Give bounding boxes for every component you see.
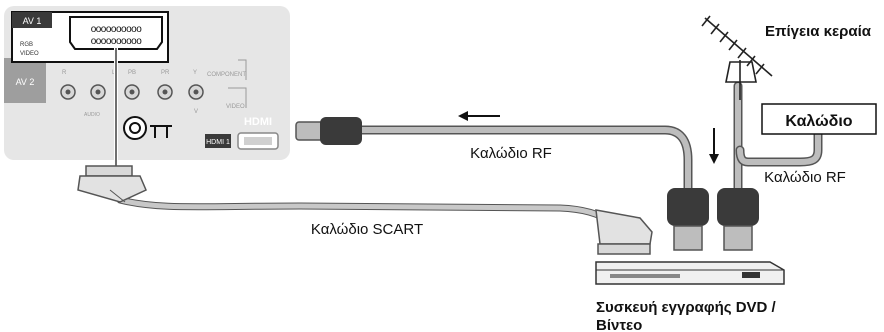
video-label-av2: VIDEO	[226, 104, 245, 110]
audio-label: AUDIO	[84, 112, 100, 118]
recorder-label-line1: Συσκευή εγγραφής DVD /	[596, 299, 777, 316]
scart-cable-label: Καλώδιο SCART	[311, 221, 423, 238]
rf-socket-inner	[129, 122, 141, 134]
scart-cable	[117, 197, 613, 225]
scart-plug-tv-tip	[85, 165, 133, 177]
rf-ferrule-recorder-left	[673, 225, 703, 251]
jack-pr-center	[162, 89, 168, 95]
antenna-el-7	[755, 63, 765, 75]
rgb-label: RGB	[20, 42, 33, 48]
scart-plug-tv	[77, 165, 147, 203]
jack-l-center	[95, 89, 101, 95]
arrow-left-icon	[458, 111, 500, 121]
scart-plug-recorder-body	[595, 209, 653, 245]
recorder-label-line2: Βίντεο	[596, 317, 642, 332]
arrow-left-head	[458, 111, 468, 121]
antenna-el-3	[719, 31, 729, 43]
v-label: V	[194, 109, 198, 115]
scart-plug-icon	[77, 175, 147, 203]
hdmi-logo: HDMI	[244, 116, 272, 128]
antenna-el-6	[746, 55, 756, 67]
rf-plug-icon	[320, 117, 362, 145]
arrow-down-icon	[709, 128, 719, 164]
antenna-el-1	[701, 15, 711, 27]
jack-y-center	[193, 89, 199, 95]
scart-plug-recorder	[595, 209, 653, 255]
rf-plug-recorder-right	[717, 188, 759, 226]
scart-plug-recorder-tip	[597, 243, 651, 255]
cable-input	[737, 127, 821, 165]
arrow-down-head	[709, 154, 719, 164]
antenna-symbol-icon	[150, 125, 172, 138]
cable-box	[761, 103, 877, 135]
rf-plug-tv	[295, 117, 362, 145]
recorder-body	[595, 261, 785, 285]
antenna-bracket	[725, 61, 757, 83]
scart-plug-tv-edge	[109, 189, 126, 203]
tv-back-panel: AV 1 RGB VIDEO oooooooooo oooooooooo AV …	[4, 6, 290, 160]
scart-pins-bottom: oooooooooo	[91, 36, 143, 47]
cable-box-label: Καλώδιο	[785, 113, 852, 130]
recorder-icon	[595, 261, 785, 285]
hdmi1-tag	[205, 134, 231, 148]
av2-strip	[4, 58, 46, 103]
jack-pb-center	[129, 89, 135, 95]
rf-cable-right-label: Καλώδιο RF	[764, 169, 846, 186]
antenna-label: Επίγεια κεραία	[765, 23, 872, 40]
recorder-tray	[610, 274, 680, 278]
cable-input-outline	[735, 125, 823, 167]
rf-ferrule-recorder-right	[723, 225, 753, 251]
rf-cable-tv	[357, 127, 691, 193]
rf-plugs-recorder	[667, 188, 759, 251]
antenna-el-4	[728, 39, 738, 51]
jack-r-center	[65, 89, 71, 95]
pr-label: PR	[161, 70, 170, 76]
component-bracket	[238, 59, 247, 80]
antenna-el-2	[710, 23, 720, 35]
scart-pins-top: oooooooooo	[91, 24, 143, 35]
r-label: R	[62, 70, 67, 76]
hdmi-port-inner	[244, 137, 272, 145]
rf-plug-recorder-left	[667, 188, 709, 226]
av1-label: AV 1	[23, 16, 42, 26]
component-label: COMPONENT	[207, 72, 246, 78]
rf-cable-top-label: Καλώδιο RF	[470, 145, 552, 162]
hdmi1-label: HDMI 1	[206, 139, 230, 146]
recorder-display	[742, 272, 760, 278]
pb-label: PB	[128, 70, 136, 76]
antenna-icon	[701, 15, 773, 100]
av1-tag	[12, 12, 52, 28]
cables	[116, 81, 823, 226]
scart-cable-outline	[116, 196, 614, 226]
antenna-el-5	[737, 47, 747, 59]
av2-label: AV 2	[16, 77, 35, 87]
y-label: Y	[193, 70, 197, 76]
video-bracket	[228, 87, 247, 108]
scart-socket	[69, 16, 163, 50]
video-label-av1: VIDEO	[20, 51, 39, 57]
